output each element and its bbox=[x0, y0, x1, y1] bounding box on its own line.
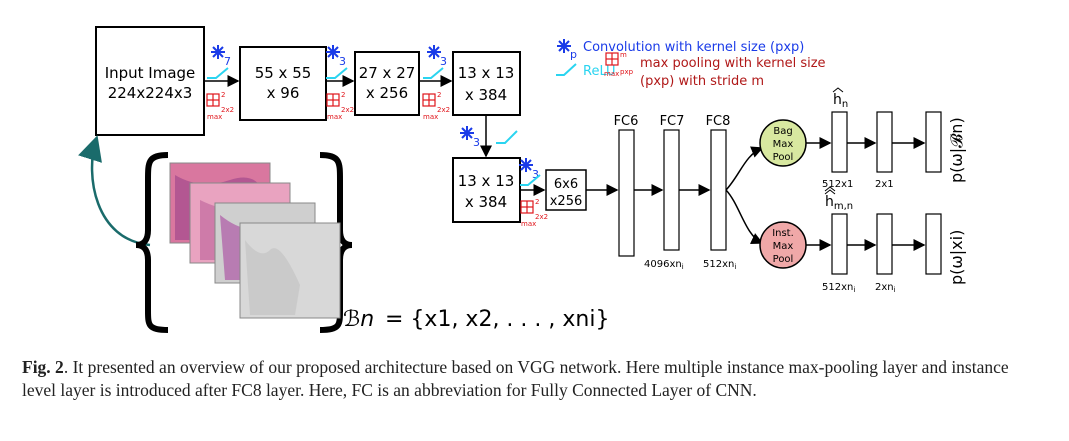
bottom-h-label: hm,n bbox=[825, 194, 853, 212]
conv-box-3 bbox=[452, 51, 521, 116]
conv-star-icon bbox=[556, 38, 572, 54]
top-size2-label: 2x1 bbox=[875, 179, 894, 190]
pool-stride-label: 2x2 bbox=[437, 106, 450, 114]
bag-pool-line2: Max bbox=[773, 139, 794, 150]
fc8-label: FC8 bbox=[706, 114, 731, 129]
conv-star-icon bbox=[518, 157, 534, 173]
left-brace bbox=[135, 152, 169, 333]
relu-icon bbox=[423, 67, 444, 79]
top-output-layer bbox=[925, 111, 942, 173]
top-branch-layer-2 bbox=[876, 111, 893, 173]
bottom-size2-label: 2xni bbox=[875, 282, 896, 294]
relu-icon bbox=[556, 63, 577, 76]
top-output-prob: p(ω|𝓑n) bbox=[947, 117, 966, 183]
inst-pool-line2: Max bbox=[773, 241, 794, 252]
conv-box-1 bbox=[239, 46, 327, 121]
fc6-layer bbox=[618, 129, 635, 257]
input-image-box bbox=[95, 26, 205, 136]
legend-pool-pxp: pxp bbox=[620, 68, 634, 76]
kernel-size-label: 7 bbox=[224, 55, 231, 68]
conv-box-4-line2: x 384 bbox=[465, 193, 507, 211]
pool-kernel-label: 2 bbox=[221, 91, 225, 99]
conv-star-icon bbox=[210, 44, 226, 60]
conv-box-2-line1: 27 x 27 bbox=[359, 64, 416, 82]
inst-pool-line1: Inst. bbox=[772, 228, 794, 239]
kernel-size-label: 3 bbox=[473, 136, 480, 149]
kernel-size-label: 3 bbox=[440, 55, 447, 68]
top-branch-layer-1 bbox=[831, 111, 848, 173]
max-pool-icon bbox=[422, 93, 436, 107]
figure-caption: Fig. 2. It presented an overview of our … bbox=[22, 356, 1032, 402]
conv-box-1-line1: 55 x 55 bbox=[255, 64, 312, 82]
relu-icon bbox=[207, 67, 229, 79]
pool-max-label: max bbox=[327, 113, 342, 121]
conv-box-3-line2: x 384 bbox=[465, 86, 507, 104]
conv-box-4 bbox=[452, 157, 521, 223]
conv-box-3-line1: 13 x 13 bbox=[458, 64, 515, 82]
pool-kernel-label: 2 bbox=[341, 91, 345, 99]
relu-icon bbox=[520, 174, 541, 186]
bottom-output-prob: p(ω|xi) bbox=[947, 230, 966, 285]
top-size1-label: 512x1 bbox=[822, 179, 853, 190]
right-brace bbox=[319, 152, 353, 333]
legend-conv-sub: p bbox=[570, 48, 577, 61]
pool-max-label: max bbox=[521, 220, 536, 228]
conv-box-5-line2: x256 bbox=[550, 194, 583, 209]
conv-star-icon bbox=[459, 125, 475, 141]
max-pool-icon bbox=[326, 93, 340, 107]
conv-box-5 bbox=[545, 169, 587, 211]
relu-icon bbox=[496, 130, 518, 144]
patch-stack bbox=[169, 162, 341, 319]
conv-box-2 bbox=[354, 51, 420, 116]
legend-pool-max: max bbox=[604, 70, 619, 78]
conv-box-5-line1: 6x6 bbox=[554, 177, 578, 192]
fc6-label: FC6 bbox=[614, 114, 639, 129]
conv-box-2-line2: x 256 bbox=[366, 84, 408, 102]
fc8-layer bbox=[710, 129, 727, 251]
bag-formula-lhs: ℬn bbox=[343, 307, 374, 332]
pool-max-label: max bbox=[423, 113, 438, 121]
teal-input-arrow bbox=[78, 135, 151, 247]
legend-conv-label: Convolution with kernel size (pxp) bbox=[583, 40, 804, 55]
fc8-size-label: 512xni bbox=[703, 259, 736, 271]
bottom-branch-layer-1 bbox=[831, 213, 848, 275]
bag-pool-line1: Bag bbox=[773, 126, 792, 137]
pool-stride-label: 2x2 bbox=[341, 106, 354, 114]
bottom-output-layer bbox=[925, 213, 942, 275]
pool-stride-label: 2x2 bbox=[535, 213, 548, 221]
caption-text: . It presented an overview of our propos… bbox=[22, 357, 1009, 400]
fc7-label: FC7 bbox=[660, 114, 685, 129]
inst-pool-line3: Pool bbox=[773, 254, 794, 265]
conv-box-4-line1: 13 x 13 bbox=[458, 172, 515, 190]
conv-box-1-line2: x 96 bbox=[267, 84, 300, 102]
conv-star-icon bbox=[426, 44, 442, 60]
max-pool-icon bbox=[520, 200, 534, 214]
input-image-label: Input Image bbox=[105, 64, 196, 82]
max-pool-icon bbox=[206, 93, 220, 107]
legend-relu-label: ReLU bbox=[583, 64, 616, 79]
pool-kernel-label: 2 bbox=[437, 91, 441, 99]
pool-kernel-label: 2 bbox=[535, 198, 539, 206]
legend-pool-line2: (pxp) with stride m bbox=[640, 74, 764, 89]
caption-label: Fig. 2 bbox=[22, 357, 64, 377]
legend-pool-line1: max pooling with kernel size bbox=[640, 56, 826, 71]
bottom-size1-label: 512xni bbox=[822, 282, 855, 294]
pool-max-label: max bbox=[207, 113, 222, 121]
bag-formula-rhs: = {x1, x2, . . . , xni} bbox=[385, 307, 609, 332]
kernel-size-label: 3 bbox=[532, 168, 539, 181]
bag-pool-line3: Pool bbox=[773, 152, 794, 163]
fc7-layer bbox=[663, 129, 680, 251]
relu-icon bbox=[326, 67, 348, 79]
pool-stride-label: 2x2 bbox=[221, 106, 234, 114]
conv-star-icon bbox=[325, 44, 341, 60]
bottom-branch-layer-2 bbox=[876, 213, 893, 275]
fc7-size-label: 4096xni bbox=[644, 259, 684, 271]
legend-pool-m: m bbox=[620, 51, 627, 59]
kernel-size-label: 3 bbox=[339, 55, 346, 68]
input-image-size: 224x224x3 bbox=[108, 84, 193, 102]
top-h-label: hn bbox=[833, 92, 848, 110]
